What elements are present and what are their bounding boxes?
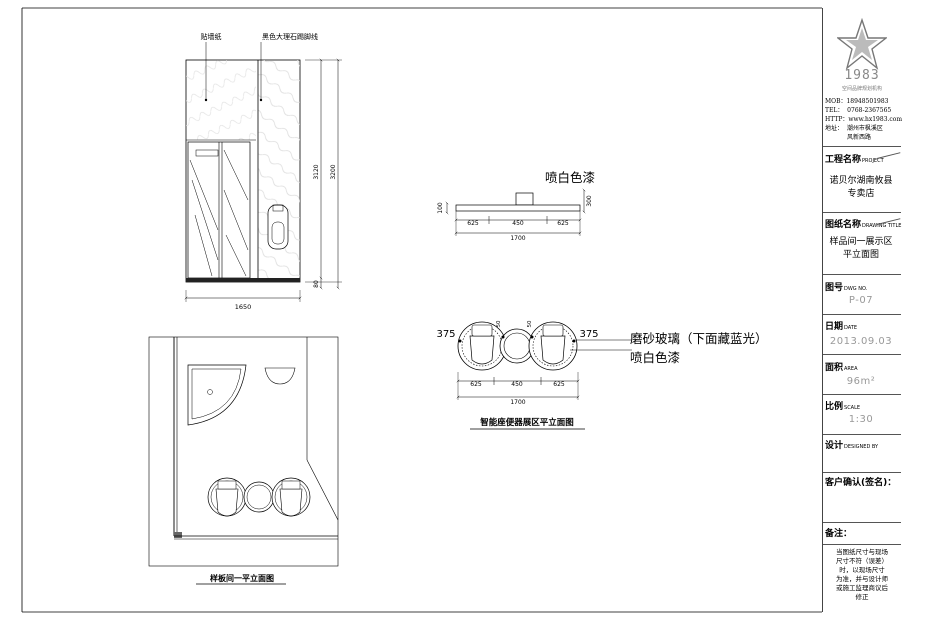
title-block: 1983 空间品牌规划机构 MOB：18948501983 TEL： 0768-… (822, 8, 903, 612)
toilet-plan-dim-50-right: 50 (527, 320, 533, 327)
drawing-title-value-1: 样品间一展示区 (829, 237, 893, 247)
project-value-2: 专卖店 (847, 189, 875, 199)
toilet-elevation-dim-625b: 625 (557, 220, 569, 227)
notes-text: 当图纸尺寸与现场 尺寸不符（误差） 时，以现场尺寸 为准，并与设计师 或施工监理… (836, 548, 888, 601)
drawing-title-value-2: 平立面图 (842, 250, 879, 260)
callout-skirting: 黑色大理石踢脚线 (262, 32, 318, 41)
drawing-number-value: P-07 (848, 295, 874, 306)
room-plan-title: 样板间一平立面图 (210, 573, 274, 583)
area-label: 面积AREA (825, 363, 858, 373)
toilet-elevation-dim-100: 100 (437, 202, 444, 214)
logo-number: 1983 (844, 68, 880, 83)
toilet-plan-dim-50-left: 50 (496, 320, 502, 327)
scale-label: 比例SCALE (825, 402, 861, 412)
star-logo-icon (837, 18, 887, 70)
client-confirm-label: 客户确认(签名)： (825, 478, 897, 488)
logo-tagline: 空间品牌规划机构 (841, 86, 882, 92)
toilet-elevation (445, 188, 586, 236)
contact-address-1: 地址： 潮州市枫溪区 (825, 125, 883, 132)
callout-wallpaper: 贴墙纸 (201, 32, 222, 41)
area-value: 96m² (846, 376, 876, 387)
toilet-elevation-dim-1700: 1700 (510, 235, 525, 242)
drawing-title-label: 图纸名称DRAWING TITLE (825, 220, 902, 230)
dim-3120: 3120 (313, 164, 320, 179)
project-label: 工程名称PROJECT (825, 155, 884, 165)
notes-label: 备注： (825, 529, 853, 539)
date-label: 日期DATE (825, 322, 858, 332)
toilet-plan-dim-1700: 1700 (510, 399, 525, 406)
drawing-number-label: 图号DWG NO. (825, 283, 868, 293)
dim-80: 80 (313, 280, 320, 288)
toilet-plan-dim-375-right: 375 (579, 329, 598, 340)
toilet-plan-label-glass: 磨砂玻璃（下面藏蓝光） (630, 331, 768, 346)
toilet-plan-label-paint: 喷白色漆 (630, 350, 680, 365)
project-value-1: 诺贝尔湖南攸县 (829, 176, 893, 186)
toilet-plan-dim-625a: 625 (470, 381, 482, 388)
toilet-elevation-label: 喷白色漆 (545, 170, 595, 185)
wall-elevation (184, 42, 342, 302)
contact-mob: MOB：18948501983 (825, 98, 889, 105)
designer-label: 设计DESIGNED BY (825, 441, 879, 451)
toilet-plan-dim-625b: 625 (553, 381, 565, 388)
toilet-elevation-dim-625a: 625 (467, 220, 479, 227)
date-value: 2013.09.03 (829, 336, 893, 347)
contact-tel: TEL： 0768-2367565 (825, 107, 892, 114)
room-plan (148, 336, 339, 585)
scale-value: 1:30 (848, 414, 874, 425)
toilet-elevation-dim-300: 300 (586, 195, 593, 207)
toilet-plan-title: 智能座便器展区平立面图 (479, 417, 574, 428)
dim-3200: 3200 (330, 164, 337, 179)
toilet-plan-dim-375-left: 375 (436, 329, 455, 340)
toilet-elevation-dim-450: 450 (512, 220, 524, 227)
contact-http: HTTP：www.hx1983.com (825, 116, 903, 123)
contact-address-2: 风新西路 (847, 134, 872, 141)
toilet-plan-dim-450: 450 (511, 381, 523, 388)
dim-1650: 1650 (235, 303, 252, 311)
toilet-plan (456, 321, 632, 430)
